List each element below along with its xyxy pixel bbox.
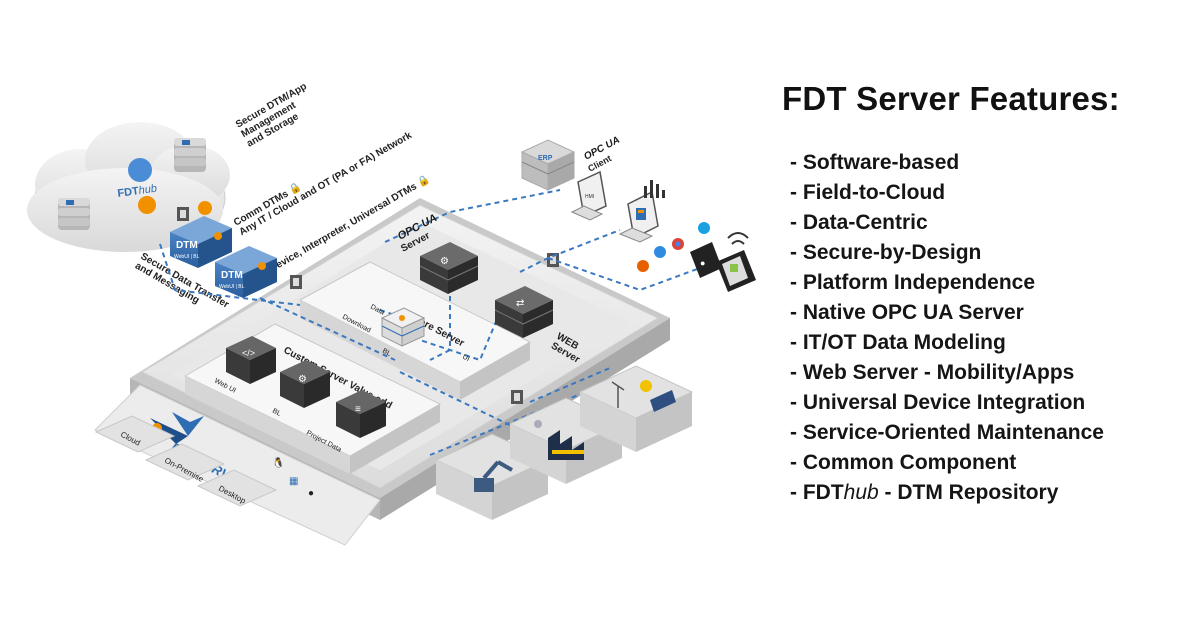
linux-icon: 🐧 <box>272 456 284 469</box>
bl2-label: BL <box>271 408 282 418</box>
svg-text:ERP: ERP <box>538 155 553 162</box>
tablet-icon: ● <box>690 242 722 278</box>
feature-item: - Common Component <box>790 451 1017 474</box>
wireless-icon <box>727 232 749 245</box>
feature-item: - Service-Oriented Maintenance <box>790 421 1104 444</box>
feature-item: - IT/OT Data Modeling <box>790 331 1006 354</box>
dtm-block: DTM WebUI | BL <box>170 216 232 268</box>
web-server: ⇄ <box>494 286 554 338</box>
hub-blue-dot <box>128 158 152 182</box>
svg-text:⚙: ⚙ <box>440 256 449 267</box>
features-panel: FDT Server Features: - Software-based - … <box>768 80 1188 508</box>
features-list: - Software-based - Field-to-Cloud - Data… <box>768 148 1188 508</box>
monitor-icon: HMI <box>570 170 607 221</box>
ui-label: UI <box>461 354 471 363</box>
feature-item: - Web Server - Mobility/Apps <box>790 361 1075 384</box>
cloud-storage-server-right <box>174 138 206 172</box>
dtm-orange-dot <box>258 262 266 270</box>
fdt-hub-logo: FDThub <box>117 183 158 200</box>
svg-text:●: ● <box>700 258 705 268</box>
feature-item: - Software-based <box>790 151 960 174</box>
firefox-icon <box>637 260 649 272</box>
lock-icon <box>547 253 559 267</box>
fdt-hub-cloud <box>27 122 230 252</box>
edge-icon <box>654 246 666 258</box>
ie-icon <box>698 222 710 234</box>
dtm-orange-dot <box>214 232 222 240</box>
data-flow-lines <box>159 189 701 456</box>
svg-text:⇄: ⇄ <box>516 298 524 309</box>
feature-item: - Native OPC UA Server <box>790 301 1024 324</box>
fdthub-suffix: - DTM Repository <box>878 481 1059 504</box>
feature-item: - Universal Device Integration <box>790 391 1086 414</box>
svg-text:DTM: DTM <box>221 270 243 281</box>
apple-icon: ● <box>308 488 314 499</box>
lock-icon <box>290 275 302 289</box>
opc-ua-server: ⚙ <box>419 242 479 294</box>
erp-server: ERP <box>520 139 576 191</box>
windows-icon: ▦ <box>289 476 298 487</box>
feature-item: - Field-to-Cloud <box>790 181 946 204</box>
dtm-block: DTM WebUI | BL <box>215 246 277 298</box>
feature-item-fdthub: - FDThub - DTM Repository <box>790 478 1188 508</box>
lock-icon <box>511 390 523 404</box>
browser-icons <box>637 222 710 272</box>
cloud-storage-server-left <box>58 198 90 230</box>
field-tile-energy <box>578 365 694 452</box>
fdt-architecture-diagram: FDThub Secure DTM/App Management and Sto… <box>27 81 756 546</box>
fdthub-italic: hub <box>843 481 879 504</box>
svg-text:⚙: ⚙ <box>298 374 307 385</box>
core-data-stack <box>380 307 426 347</box>
os-icons: 🐧 ▦ ● <box>272 456 314 499</box>
fdthub-prefix: - FDT <box>790 481 844 504</box>
chart-icon <box>644 180 665 198</box>
hub-orange-dot-2 <box>198 201 212 215</box>
svg-text:</>: </> <box>242 348 255 358</box>
web-ui-block: </> <box>226 336 276 384</box>
svg-text:≡: ≡ <box>355 404 361 415</box>
feature-item: - Secure-by-Design <box>790 241 982 264</box>
svg-text:HMI: HMI <box>585 194 594 200</box>
svg-text:WebUI | BL: WebUI | BL <box>174 254 200 260</box>
features-title: FDT Server Features: <box>782 80 1120 117</box>
feature-item: - Data-Centric <box>790 211 928 234</box>
hub-orange-dot <box>138 196 156 214</box>
lock-icon <box>177 207 189 221</box>
feature-item: - Platform Independence <box>790 271 1036 294</box>
android-phone-icon <box>716 250 756 292</box>
svg-text:WebUI | BL: WebUI | BL <box>219 284 245 290</box>
dashboard-monitor-icon <box>618 190 659 243</box>
storage-label: Secure DTM/App Management and Storage <box>234 81 309 150</box>
business-logic-block: ⚙ <box>280 360 330 408</box>
platform-tag-cloud: Cloud <box>94 415 176 453</box>
project-data-block: ≡ <box>336 390 386 438</box>
bl-label: BL <box>381 348 392 358</box>
svg-text:DTM: DTM <box>176 240 198 251</box>
